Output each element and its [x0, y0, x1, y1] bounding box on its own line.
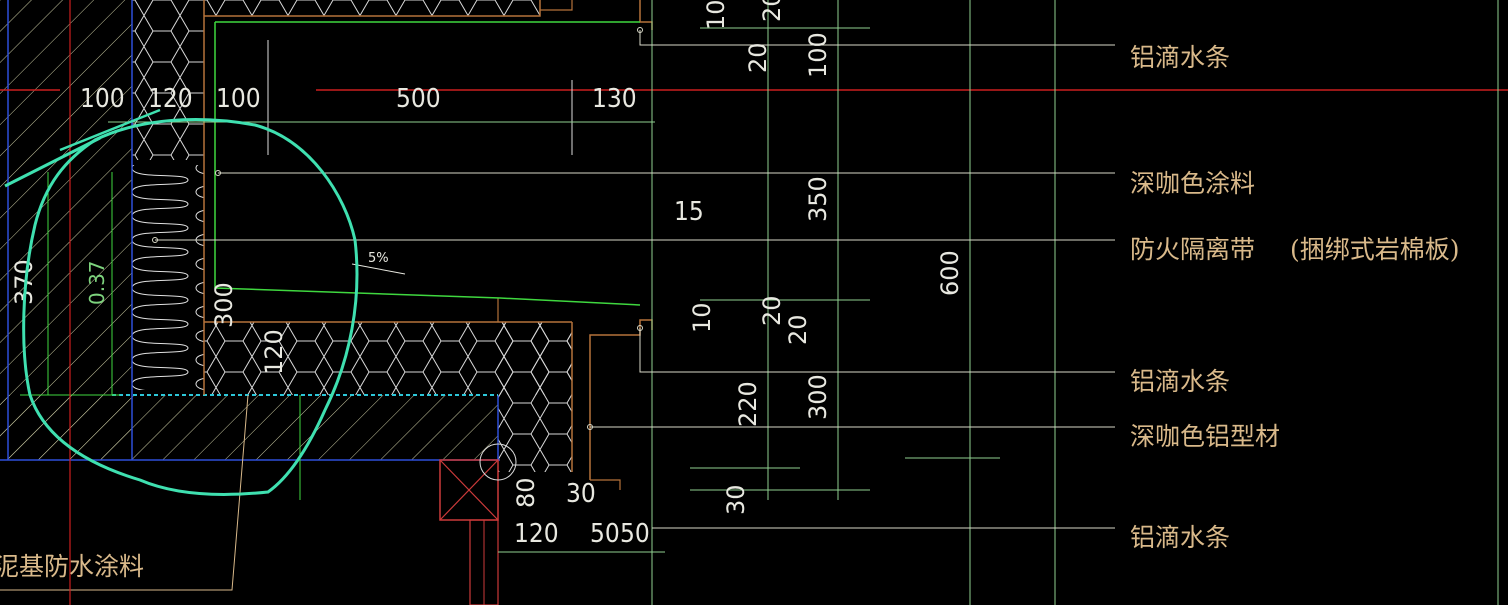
label-aluminum-drip-3: 铝滴水条 [1130, 523, 1230, 552]
markup-stroke-1 [4, 136, 101, 188]
label-aluminum-drip-2: 铝滴水条 [1130, 367, 1230, 396]
label-dark-coffee-coating: 深咖色涂料 [1130, 169, 1255, 198]
column-dimensions: 10 20 20 100 350 10 20 20 220 300 30 600 [688, 0, 964, 515]
dim-500: 500 [396, 84, 441, 114]
dim-600: 600 [936, 250, 964, 296]
dim-300-col: 300 [804, 374, 832, 420]
green-dim-037: 0.37 [85, 260, 109, 305]
dim-350: 350 [804, 176, 832, 222]
label-aluminum-drip-1: 铝滴水条 [1130, 43, 1230, 72]
label-dark-coffee-profile: 深咖色铝型材 [1130, 422, 1280, 451]
label-fire-break-note: (捆绑式岩棉板) [1290, 235, 1460, 264]
dim-20-mid-b: 20 [784, 314, 812, 345]
dim-120: 120 [148, 84, 193, 114]
dim-20-mid-a: 20 [758, 295, 786, 326]
dim-30-col: 30 [722, 484, 750, 515]
dim-100-right: 100 [216, 84, 261, 114]
top-dimensions: 100 120 100 500 130 [80, 84, 637, 114]
dim-120-bottom: 120 [514, 519, 559, 549]
wall-section [0, 0, 653, 605]
dim-100-left: 100 [80, 84, 125, 114]
dim-120-vertical: 120 [260, 329, 288, 375]
slope-label: 5% [368, 251, 389, 266]
dim-30-bottom: 30 [566, 479, 596, 509]
dim-130: 130 [592, 84, 637, 114]
left-dimensions: 370 300 120 0.37 [10, 259, 288, 375]
dim-50-left: 50 [590, 519, 620, 549]
dim-220: 220 [734, 381, 762, 427]
markup-circle [22, 118, 359, 496]
dim-10-mid: 10 [688, 302, 716, 333]
middle-dimensions: 15 5% [351, 197, 704, 275]
markup-stroke-2 [59, 108, 161, 152]
dim-100-col: 100 [804, 32, 832, 78]
dim-300: 300 [210, 282, 238, 328]
label-waterproof-coating: 泥基防水涂料 [0, 552, 144, 581]
leader-lines [152, 27, 1115, 529]
label-fire-break: 防火隔离带 [1130, 235, 1255, 264]
dim-50-right: 50 [620, 519, 650, 549]
dim-20-top-b: 20 [744, 42, 772, 73]
material-labels: 铝滴水条 深咖色涂料 防火隔离带 (捆绑式岩棉板) 铝滴水条 深咖色铝型材 铝滴… [0, 43, 1460, 581]
dim-15: 15 [674, 197, 704, 227]
dim-20-top-a: 20 [758, 0, 786, 22]
dim-80: 80 [512, 477, 540, 508]
dim-10-top: 10 [702, 0, 730, 30]
bottom-dimensions: 80 30 120 50 50 [512, 477, 650, 549]
